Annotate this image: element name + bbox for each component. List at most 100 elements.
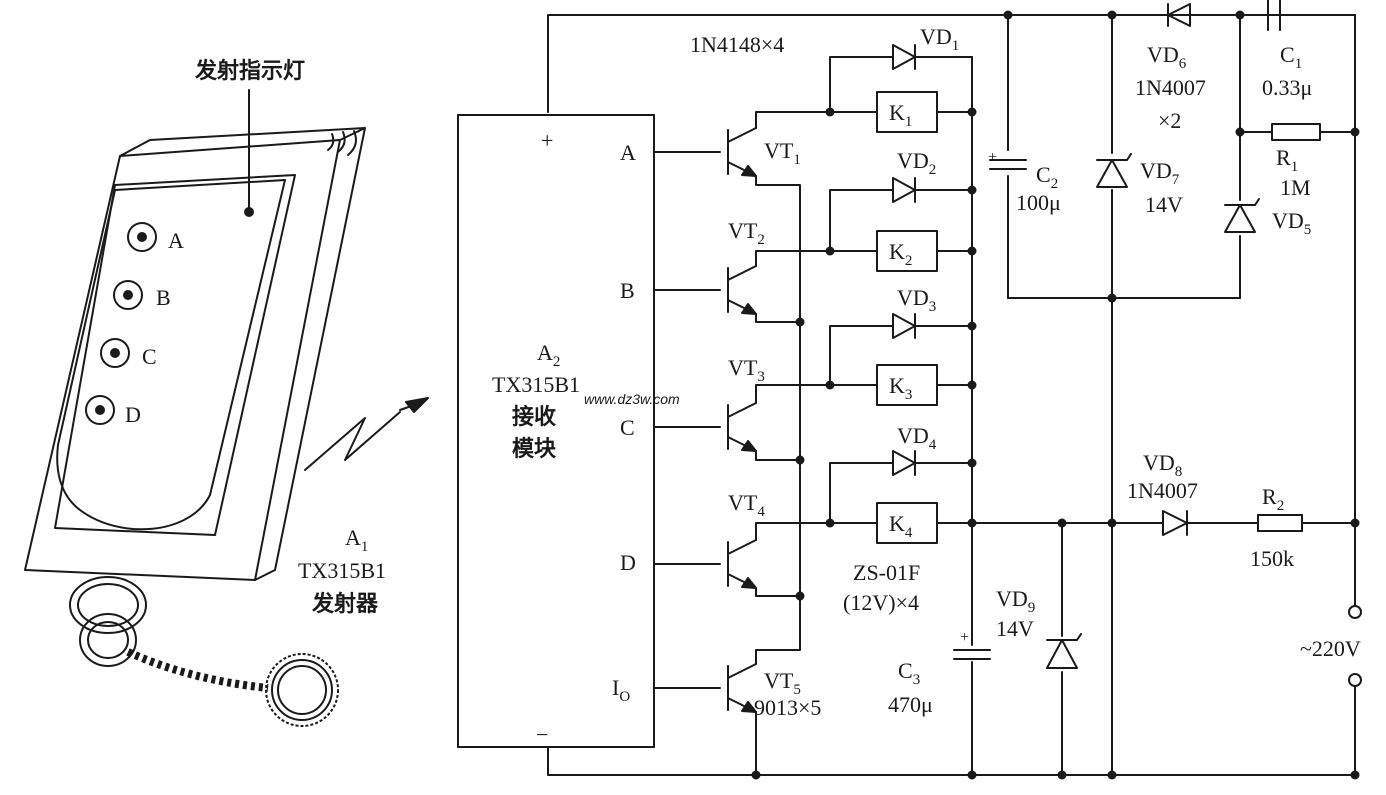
svg-text:VD3: VD3 (897, 285, 936, 315)
svg-text:C2: C2 (1036, 162, 1058, 192)
capacitor-c2: + C2 100μ (988, 149, 1061, 215)
svg-text:1N4007: 1N4007 (1127, 478, 1198, 503)
svg-text:K3: K3 (889, 373, 912, 403)
transistor-vt5: VT5 (727, 663, 801, 713)
module-pin-io: IO (612, 675, 630, 705)
svg-text:VT4: VT4 (728, 490, 765, 520)
svg-text:VD9: VD9 (996, 586, 1035, 616)
junction-dots (751, 10, 1360, 780)
signal-arcs-icon (327, 130, 357, 156)
remote-face-inner (54, 174, 296, 536)
remote-button-b[interactable]: B (113, 280, 171, 310)
circuit-wires (547, 14, 1356, 776)
svg-text:14V: 14V (1145, 192, 1183, 217)
module-pin-d: D (620, 550, 636, 575)
flyback-diode-part-label: 1N4148×4 (690, 32, 784, 57)
svg-text:100μ: 100μ (1016, 190, 1061, 215)
svg-text:14V: 14V (996, 616, 1034, 641)
diode-vd6: VD6 1N4007 ×2 (1135, 3, 1206, 133)
svg-text:C3: C3 (898, 658, 920, 688)
transistor-vt2: VT2 (727, 218, 765, 315)
transmitter-model: TX315B1 (298, 558, 386, 583)
module-pin-a: A (620, 140, 636, 165)
module-pin-c: C (620, 415, 635, 440)
transmitter-name: 发射器 (311, 591, 379, 617)
svg-text:VD7: VD7 (1140, 158, 1180, 188)
keychain-rings-icon (69, 576, 147, 667)
capacitor-c1: C1 0.33μ (1262, 0, 1312, 100)
svg-text:K4: K4 (889, 511, 913, 541)
indicator-label: 发射指示灯 (194, 58, 305, 84)
zener-vd7: VD7 14V (1096, 153, 1183, 217)
svg-text:1M: 1M (1280, 175, 1311, 200)
diode-vd8: VD8 1N4007 (1127, 450, 1198, 536)
relay-part-line2: (12V)×4 (843, 590, 919, 615)
zener-vd5: VD5 (1224, 198, 1311, 238)
svg-text:0.33μ: 0.33μ (1262, 75, 1312, 100)
svg-text:C: C (142, 344, 157, 369)
svg-text:K1: K1 (889, 100, 912, 130)
svg-text:+: + (960, 629, 969, 646)
relay-k3: K3 (876, 364, 938, 406)
diode-vd1: VD1 (884, 24, 959, 70)
transistor-part-label: 9013×5 (754, 695, 821, 720)
diode-vd4: VD4 (884, 423, 937, 476)
transmitter-ref: A1 (345, 525, 368, 555)
svg-text:VD1: VD1 (920, 24, 959, 54)
capacitor-c3: + C3 470μ (888, 629, 991, 717)
zener-vd9: VD9 14V (996, 586, 1082, 669)
svg-text:VD5: VD5 (1272, 208, 1311, 238)
receiver-module-box (457, 114, 655, 748)
rf-signal-icon (304, 397, 429, 471)
module-minus-terminal: − (536, 722, 548, 747)
module-name-line2: 模块 (512, 437, 557, 462)
svg-text:VT1: VT1 (764, 138, 801, 168)
transistor-vt3: VT3 (727, 355, 765, 452)
svg-text:~220V: ~220V (1300, 636, 1361, 661)
mains-terminals: ~220V (1300, 605, 1362, 687)
keychain-bead-chain-icon (126, 648, 269, 692)
module-pin-b: B (620, 278, 635, 303)
diode-vd3: VD3 (884, 285, 936, 339)
svg-text:VT5: VT5 (764, 668, 801, 698)
remote-button-d[interactable]: D (85, 395, 141, 427)
svg-text:VD8: VD8 (1143, 450, 1182, 480)
remote-side-face (119, 127, 366, 581)
remote-face-recess (56, 179, 286, 531)
receiver-module: + − A2 TX315B1 接收 模块 A B C D IO (457, 114, 655, 748)
svg-text:VD4: VD4 (897, 423, 937, 453)
remote-button-c[interactable]: C (100, 338, 157, 369)
relay-k4: K4 (876, 502, 938, 544)
relay-k1: K1 (876, 91, 938, 133)
remote-transmitter: 发射指示灯 A B C D (24, 58, 429, 727)
relay-k2: K2 (876, 230, 938, 272)
svg-text:VD6: VD6 (1147, 42, 1187, 72)
svg-text:C1: C1 (1280, 42, 1302, 72)
svg-text:+: + (988, 149, 997, 166)
module-plus-terminal: + (541, 128, 553, 153)
module-ref: A2 (537, 340, 560, 370)
watermark: www.dz3w.com (584, 391, 680, 407)
svg-text:VT2: VT2 (728, 218, 765, 248)
svg-text:1N4007: 1N4007 (1135, 75, 1206, 100)
svg-text:150k: 150k (1250, 546, 1294, 571)
indicator-led-icon (244, 207, 254, 217)
resistor-r1: R1 1M (1271, 123, 1321, 200)
svg-text:VT3: VT3 (728, 355, 765, 385)
svg-text:B: B (156, 285, 171, 310)
transistor-vt1: VT1 (727, 127, 801, 177)
module-name-line1: 接收 (512, 404, 556, 430)
diode-vd2: VD2 (884, 148, 936, 203)
keychain-tag-icon (265, 653, 339, 727)
remote-body-outline (24, 139, 341, 581)
svg-text:R1: R1 (1276, 145, 1298, 175)
svg-text:×2: ×2 (1158, 108, 1181, 133)
resistor-r2: R2 150k (1250, 484, 1303, 571)
svg-text:D: D (125, 402, 141, 427)
svg-text:VD2: VD2 (897, 148, 936, 178)
svg-text:A: A (168, 228, 184, 253)
remote-button-a[interactable]: A (127, 222, 184, 253)
svg-text:K2: K2 (889, 239, 912, 269)
svg-text:R2: R2 (1262, 484, 1284, 514)
